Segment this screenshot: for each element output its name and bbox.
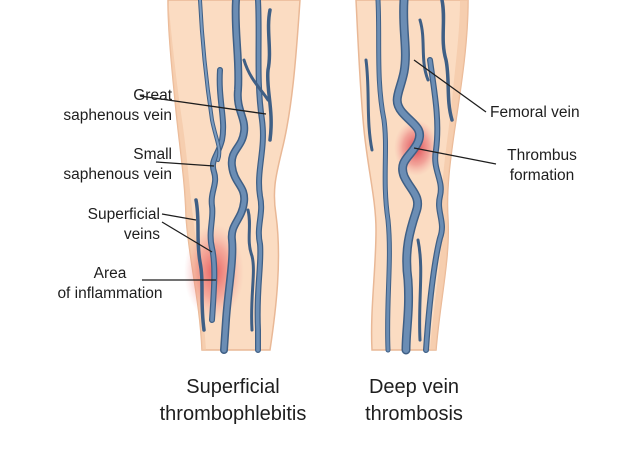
label-inflammation-line1: Area <box>93 265 127 282</box>
label-thrombus-line2: formation <box>509 167 575 184</box>
caption-right-line2: thrombosis <box>365 403 463 425</box>
caption-right-line1: Deep vein <box>368 376 460 398</box>
leader-thrombus <box>413 147 497 165</box>
label-thrombus-line1: Thrombus <box>507 147 577 164</box>
leader-lines <box>139 59 497 281</box>
label-small-saphenous-line2: saphenous vein <box>63 166 172 183</box>
caption-deep-vein-thrombosis: Deep vein thrombosis <box>344 374 484 428</box>
label-great-saphenous-line1: Great <box>133 87 172 104</box>
leader-superficial-2 <box>161 221 213 253</box>
leader-great-saphenous <box>139 95 267 115</box>
caption-left-line2: thrombophlebitis <box>159 403 307 425</box>
label-great-saphenous-line2: saphenous vein <box>63 107 172 124</box>
caption-left-line1: Superficial <box>186 376 280 398</box>
label-area-of-inflammation: Area of inflammation <box>40 264 180 304</box>
label-superficial-veins: Superficial veins <box>40 205 160 245</box>
label-small-saphenous-line1: Small <box>133 146 172 163</box>
right-leg-shading <box>430 0 468 350</box>
right-leg <box>355 0 469 355</box>
label-thrombus-formation: Thrombus formation <box>494 146 590 186</box>
label-femoral-vein: Femoral vein <box>490 104 580 121</box>
label-inflammation-line2: of inflammation <box>57 285 163 302</box>
left-leg <box>167 0 301 354</box>
label-great-saphenous-vein: Great saphenous vein <box>40 86 172 126</box>
caption-superficial-thrombophlebitis: Superficial thrombophlebitis <box>140 374 326 428</box>
leader-femoral <box>413 59 487 113</box>
label-superficial-veins-line1: Superficial <box>87 206 160 223</box>
leader-small-saphenous <box>155 161 215 167</box>
right-leg-veins <box>364 0 454 355</box>
label-superficial-veins-line2: veins <box>123 226 160 243</box>
left-leg-veins <box>194 0 273 354</box>
label-small-saphenous-vein: Small saphenous vein <box>40 145 172 185</box>
leader-superficial-1 <box>161 213 197 221</box>
